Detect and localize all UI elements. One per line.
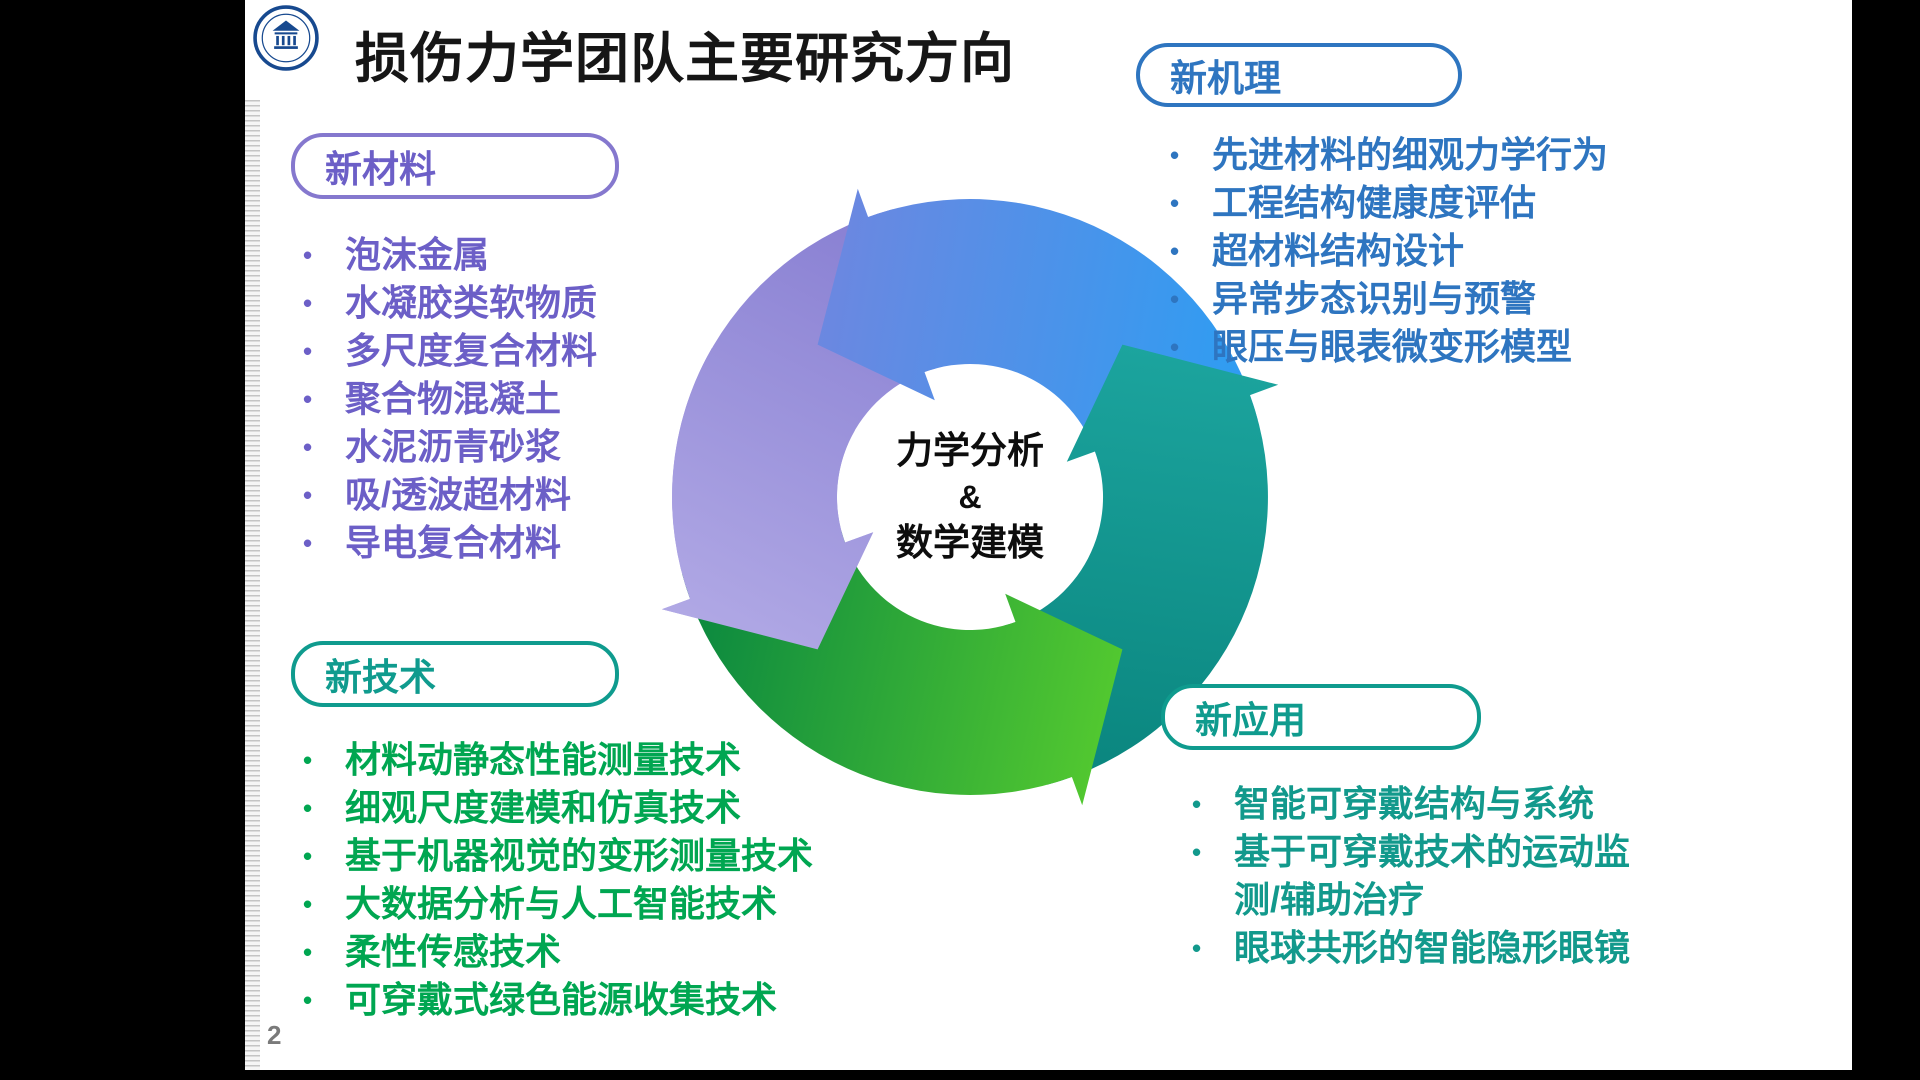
- bullet-icon: •: [303, 288, 313, 318]
- list-item: •水泥沥青砂浆: [303, 423, 597, 471]
- slide-title: 损伤力学团队主要研究方向: [355, 29, 1015, 89]
- diagram-center-label: 力学分析 & 数学建模: [630, 428, 1310, 566]
- list-item: •可穿戴式绿色能源收集技术: [303, 976, 813, 1024]
- bullet-icon: •: [1170, 236, 1180, 266]
- list-item: •智能可穿戴结构与系统: [1192, 780, 1636, 828]
- section-label-materials: 新材料: [325, 149, 436, 190]
- bullet-icon: •: [303, 937, 313, 967]
- university-logo-icon: [253, 5, 319, 71]
- list-item: •柔性传感技术: [303, 928, 813, 976]
- bullet-icon: •: [1170, 140, 1180, 170]
- bullet-icon: •: [1170, 284, 1180, 314]
- bullet-icon: •: [303, 793, 313, 823]
- list-item: •眼压与眼表微变形模型: [1170, 323, 1608, 371]
- list-item: •大数据分析与人工智能技术: [303, 880, 813, 928]
- list-item: •眼球共形的智能隐形眼镜: [1192, 924, 1636, 972]
- bullet-icon: •: [303, 841, 313, 871]
- section-pill-applications: 新应用: [1161, 684, 1481, 750]
- university-seal-icon: [253, 5, 319, 71]
- list-item: •先进材料的细观力学行为: [1170, 131, 1608, 179]
- bullet-icon: •: [303, 745, 313, 775]
- bullet-icon: •: [303, 240, 313, 270]
- list-item: •聚合物混凝土: [303, 375, 597, 423]
- center-line: 力学分析: [896, 430, 1044, 471]
- section-pill-mechanisms: 新机理: [1136, 43, 1462, 107]
- bullet-icon: •: [1192, 789, 1202, 819]
- cycle-arrows: [630, 157, 1310, 837]
- list-item: •细观尺度建模和仿真技术: [303, 784, 813, 832]
- slide: 损伤力学团队主要研究方向 新材料 新机理 新技术 新应用 •泡沫金属 •水凝胶类…: [245, 0, 1852, 1070]
- list-item: •工程结构健康度评估: [1170, 179, 1608, 227]
- list-item: •基于机器视觉的变形测量技术: [303, 832, 813, 880]
- bullet-icon: •: [1170, 332, 1180, 362]
- bullet-icon: •: [303, 432, 313, 462]
- bullet-icon: •: [303, 528, 313, 558]
- page-number: 2: [267, 1020, 282, 1050]
- bullet-icon: •: [303, 336, 313, 366]
- bullet-icon: •: [303, 889, 313, 919]
- section-label-applications: 新应用: [1195, 700, 1306, 741]
- center-line-ampersand: &: [958, 479, 982, 515]
- bullet-icon: •: [1170, 188, 1180, 218]
- technologies-list: •材料动静态性能测量技术 •细观尺度建模和仿真技术 •基于机器视觉的变形测量技术…: [303, 736, 813, 1024]
- cycle-diagram: 力学分析 & 数学建模: [630, 157, 1310, 837]
- center-line: 数学建模: [896, 522, 1044, 563]
- cycle-arrows-svg: [661, 188, 1279, 806]
- list-item: •超材料结构设计: [1170, 227, 1608, 275]
- list-item: •材料动静态性能测量技术: [303, 736, 813, 784]
- section-label-technologies: 新技术: [325, 657, 436, 698]
- bullet-icon: •: [1192, 837, 1202, 867]
- bullet-icon: •: [303, 384, 313, 414]
- bullet-icon: •: [303, 985, 313, 1015]
- section-pill-technologies: 新技术: [291, 641, 619, 707]
- bullet-icon: •: [1192, 933, 1202, 963]
- list-item: •泡沫金属: [303, 231, 597, 279]
- applications-list: •智能可穿戴结构与系统 •基于可穿戴技术的运动监测/辅助治疗 •眼球共形的智能隐…: [1192, 780, 1636, 972]
- section-label-mechanisms: 新机理: [1170, 58, 1281, 99]
- list-item: •多尺度复合材料: [303, 327, 597, 375]
- list-item: •吸/透波超材料: [303, 471, 597, 519]
- bullet-icon: •: [303, 480, 313, 510]
- list-item: •水凝胶类软物质: [303, 279, 597, 327]
- section-pill-materials: 新材料: [291, 133, 619, 199]
- list-item: •基于可穿戴技术的运动监测/辅助治疗: [1192, 828, 1636, 924]
- mechanisms-list: •先进材料的细观力学行为 •工程结构健康度评估 •超材料结构设计 •异常步态识别…: [1170, 131, 1608, 371]
- decorative-stripe: [245, 100, 260, 1070]
- materials-list: •泡沫金属 •水凝胶类软物质 •多尺度复合材料 •聚合物混凝土 •水泥沥青砂浆 …: [303, 231, 597, 567]
- list-item: •异常步态识别与预警: [1170, 275, 1608, 323]
- list-item: •导电复合材料: [303, 519, 597, 567]
